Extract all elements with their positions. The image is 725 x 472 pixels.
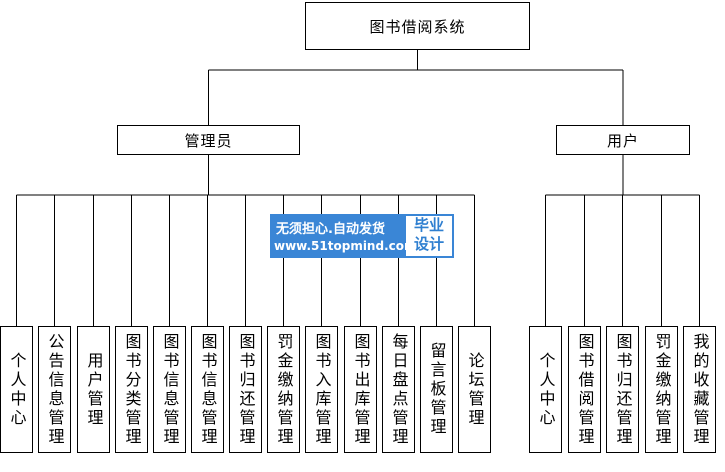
leaf-label: 每日盘点管理 [389, 332, 409, 447]
leaf-label: 论坛管理 [465, 351, 485, 428]
admin-leaf-node: 图书分类管理 [115, 326, 148, 453]
user-leaf-node: 罚金缴纳管理 [645, 326, 678, 453]
leaf-label: 图书归还管理 [236, 332, 256, 447]
admin-leaf-node: 论坛管理 [458, 326, 491, 453]
leaf-label: 图书归还管理 [613, 332, 633, 447]
user-leaf-node: 个人中心 [529, 326, 562, 453]
branch-node-user: 用户 [556, 125, 690, 155]
root-node: 图书借阅系统 [305, 2, 530, 50]
leaf-label: 图书信息管理 [198, 332, 218, 447]
admin-leaf-node: 图书出库管理 [344, 326, 377, 453]
watermark-badge-line: 毕业 [413, 216, 444, 234]
watermark-badge-line: 设计 [413, 235, 444, 253]
leaf-label: 罚金缴纳管理 [274, 332, 294, 447]
watermark-banner: 无须担心.自动发货 www.51topmind.com 毕业 设计 [270, 214, 454, 258]
admin-leaf-node: 个人中心 [0, 326, 33, 453]
leaf-label: 公告信息管理 [45, 332, 65, 447]
watermark-slogan: 无须担心.自动发货 [276, 222, 385, 237]
user-leaf-node: 我的收藏管理 [683, 326, 716, 453]
admin-leaf-node: 用户管理 [77, 326, 110, 453]
admin-leaf-node: 图书信息管理 [191, 326, 224, 453]
watermark-url: www.51topmind.com [274, 239, 417, 253]
leaf-label: 用户管理 [84, 351, 104, 428]
admin-leaf-node: 图书入库管理 [305, 326, 338, 453]
admin-leaf-node: 图书归还管理 [229, 326, 262, 453]
admin-leaf-node: 罚金缴纳管理 [267, 326, 300, 453]
user-leaf-node: 图书归还管理 [606, 326, 639, 453]
leaf-label: 图书入库管理 [312, 332, 332, 447]
watermark-text: 无须担心.自动发货 www.51topmind.com [270, 214, 417, 258]
leaf-label: 个人中心 [7, 351, 27, 428]
admin-leaf-node: 公告信息管理 [38, 326, 71, 453]
leaf-label: 我的收藏管理 [690, 332, 710, 447]
admin-leaf-node: 图书信息管理 [153, 326, 186, 453]
leaf-label: 个人中心 [536, 351, 556, 428]
watermark-badge: 毕业 设计 [406, 216, 452, 256]
user-leaf-node: 图书借阅管理 [568, 326, 601, 453]
leaf-label: 图书出库管理 [351, 332, 371, 447]
leaf-label: 图书信息管理 [160, 332, 180, 447]
admin-leaf-node: 留言板管理 [420, 326, 453, 453]
leaf-label: 图书借阅管理 [575, 332, 595, 447]
leaf-label: 罚金缴纳管理 [652, 332, 672, 447]
leaf-label: 图书分类管理 [122, 332, 142, 447]
admin-leaf-node: 每日盘点管理 [382, 326, 415, 453]
leaf-label: 留言板管理 [427, 342, 447, 437]
branch-node-admin: 管理员 [117, 125, 300, 155]
